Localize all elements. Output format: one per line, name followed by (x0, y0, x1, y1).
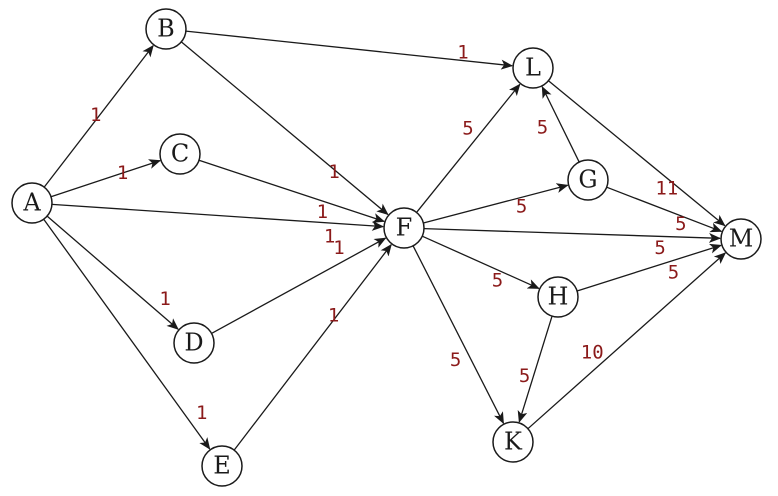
node-label: L (525, 54, 541, 82)
node-e: E (201, 445, 243, 487)
edge-b-l (185, 30, 514, 70)
node-circle (145, 8, 187, 50)
node-l: L (512, 47, 554, 89)
edge-weight-a-c: 1 (117, 162, 128, 184)
edges-layer (43, 30, 727, 451)
node-label: D (184, 329, 203, 357)
edge-weight-b-l: 1 (457, 41, 468, 63)
edge-weight-f-k: 5 (450, 349, 461, 371)
edge-e-f (233, 243, 392, 451)
edge-weight-b-f: 1 (328, 161, 339, 183)
node-label: F (396, 214, 413, 242)
edge-weight-f-m: 5 (654, 237, 665, 259)
edge-weight-a-f: 1 (324, 226, 335, 248)
edge-weight-h-k: 5 (519, 365, 530, 387)
edge-b-f (180, 41, 389, 216)
node-circle (159, 133, 201, 175)
node-b: B (145, 8, 187, 50)
node-circle (11, 182, 53, 224)
node-label: A (22, 189, 41, 217)
edge-a-e (43, 218, 211, 450)
edge-weight-a-e: 1 (196, 402, 207, 424)
edge-d-f (211, 237, 387, 334)
node-label: M (729, 225, 754, 253)
edge-g-m (606, 186, 723, 233)
node-c: C (159, 133, 201, 175)
edge-weight-h-m: 5 (668, 262, 679, 284)
node-d: D (173, 322, 215, 364)
edge-f-h (421, 235, 540, 290)
edge-weight-a-d: 1 (159, 288, 170, 310)
node-label: H (548, 283, 569, 311)
edge-k-m (527, 252, 727, 430)
node-circle (567, 159, 609, 201)
edge-weight-f-l: 5 (462, 117, 473, 139)
edge-weight-l-m: 11 (655, 178, 678, 200)
edge-f-l (416, 83, 521, 213)
node-circle (512, 47, 554, 89)
edge-h-k (517, 315, 553, 423)
node-h: H (537, 276, 579, 318)
edge-h-m (576, 243, 722, 292)
node-f: F (383, 207, 425, 249)
node-k: K (492, 421, 534, 463)
edge-a-b (43, 44, 154, 188)
node-label: E (213, 452, 231, 480)
edge-a-c (50, 159, 162, 198)
edge-weight-g-l: 5 (537, 117, 548, 139)
node-m: M (720, 218, 762, 260)
edge-f-k (412, 245, 505, 425)
nodes-layer: A B C D E F L G H K M (11, 8, 762, 487)
node-label: C (171, 140, 189, 168)
node-circle (173, 322, 215, 364)
node-a: A (11, 182, 53, 224)
edge-weight-c-f: 1 (317, 201, 328, 223)
node-circle (537, 276, 579, 318)
node-circle (201, 445, 243, 487)
edge-f-g (423, 183, 569, 224)
node-label: K (504, 428, 523, 456)
edge-weight-a-b: 1 (90, 104, 101, 126)
node-circle (383, 207, 425, 249)
edge-a-f (51, 203, 385, 231)
edge-weight-f-g: 5 (516, 195, 527, 217)
node-label: B (157, 15, 175, 43)
edge-weight-g-m: 5 (675, 213, 686, 235)
edge-weight-d-f: 1 (333, 237, 344, 259)
edge-weight-k-m: 10 (581, 341, 604, 363)
edge-l-m (548, 80, 726, 227)
node-circle (492, 421, 534, 463)
edge-g-l (541, 85, 580, 163)
node-g: G (567, 159, 609, 201)
edge-weight-f-h: 5 (492, 269, 503, 291)
node-label: G (578, 166, 597, 194)
edge-c-f (198, 159, 386, 223)
edge-f-m (423, 228, 722, 243)
edge-weight-e-f: 1 (328, 304, 339, 326)
edge-a-d (46, 215, 179, 330)
node-circle (720, 218, 762, 260)
